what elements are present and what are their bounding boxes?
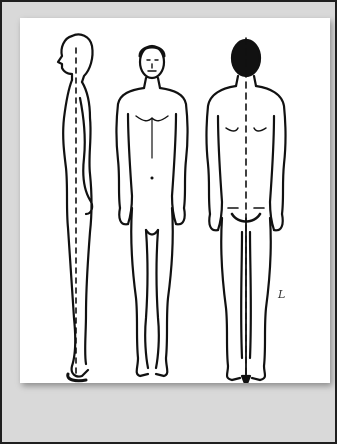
posture-figure <box>20 18 330 383</box>
front-view-figure <box>117 46 188 376</box>
back-view-figure <box>207 38 286 383</box>
figure-panel: L <box>20 18 330 383</box>
corner-mark: L <box>278 288 285 301</box>
side-view-figure <box>58 34 93 380</box>
